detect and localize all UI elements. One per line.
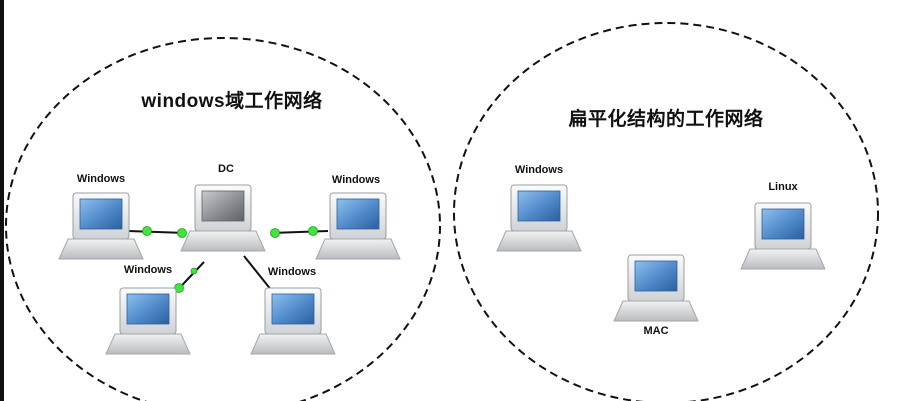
- pc-icon-right-windows: [496, 184, 582, 252]
- link-dc-top-left: [127, 230, 187, 234]
- pc-label-right-windows: Windows: [514, 164, 564, 176]
- connector-dot: [177, 228, 187, 238]
- left-zone-title: windows域工作网络: [141, 91, 323, 112]
- pc-label-bottom-right: Windows: [267, 266, 317, 278]
- connector-dot: [190, 267, 198, 275]
- connector-dots: [142, 226, 318, 293]
- pc-icon-right-linux: [740, 202, 826, 270]
- pc-icon-bottom-right: [250, 287, 336, 355]
- pc-label-top-left: Windows: [76, 173, 126, 185]
- pc-label-right-linux: Linux: [768, 181, 798, 193]
- pc-label-top-right: Windows: [331, 174, 381, 186]
- right-zone-title: 扁平化结构的工作网络: [568, 109, 764, 130]
- link-dc-top-right: [270, 230, 329, 234]
- right-zone-boundary: [453, 22, 879, 401]
- connector-dot: [308, 226, 318, 236]
- connector-dot: [270, 228, 280, 238]
- pc-label-right-mac: MAC: [643, 325, 669, 337]
- pc-icon-top-right: [315, 192, 401, 260]
- connector-dot: [142, 226, 152, 236]
- dc-label: DC: [218, 163, 234, 175]
- pc-icon-right-mac: [613, 254, 699, 322]
- left-zone-boundary: [5, 37, 441, 401]
- pc-label-bottom-left: Windows: [123, 264, 173, 276]
- pc-icon-dc: [180, 184, 266, 252]
- pc-icon-bottom-left: [105, 287, 191, 355]
- left-edge-bar: [0, 0, 4, 401]
- pc-icon-top-left: [58, 192, 144, 260]
